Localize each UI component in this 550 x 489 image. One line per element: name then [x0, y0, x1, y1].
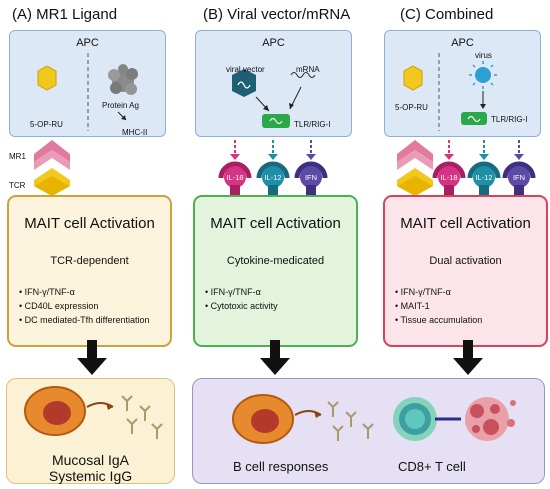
- panel-a-mhc-label: MHC-II: [122, 128, 148, 137]
- mr1-label: MR1: [9, 152, 26, 161]
- outcome-line-1: Mucosal IgA: [51, 452, 130, 468]
- nucleus-icon: [43, 401, 71, 425]
- ligand-hexagon-icon: [37, 65, 57, 91]
- viral-vector-label: viral vector: [226, 65, 265, 74]
- mrna-icon: [290, 71, 316, 79]
- ifn-arrow: [306, 140, 316, 160]
- outcome-line-2: Systemic IgG: [48, 468, 133, 484]
- panel-c-apc-label: APC: [451, 37, 474, 49]
- panel-a-apc-box: APC 5-OP-RU Protein Ag MHC-II: [9, 30, 166, 137]
- il12-receptor-icon: [256, 161, 290, 195]
- panel-a-activation-sub: TCR-dependent: [50, 255, 129, 267]
- panel-c-il18-label: IL-18: [440, 173, 457, 182]
- panel-b-apc-label: APC: [262, 37, 285, 49]
- panel-c-activation-title: MAIT cell Activation: [400, 215, 531, 232]
- secretion-arrow: [294, 410, 322, 416]
- panel-a-outcome-text: Mucosal IgA Systemic IgG: [7, 452, 174, 484]
- panel-a-down-arrow: [77, 340, 107, 375]
- panel-c-apc-drawing: [403, 53, 497, 131]
- panel-a-title: (A) MR1 Ligand: [12, 6, 118, 23]
- panel-b-down-arrow: [260, 340, 290, 375]
- panel-c-activation-sub: Dual activation: [429, 255, 502, 267]
- list-item: • DC mediated-Tfh differentiation: [19, 315, 150, 325]
- panel-b-activation-box: MAIT cell Activation Cytokine-medicated …: [193, 195, 358, 347]
- il18-arrow: [444, 140, 454, 160]
- ifn-receptor-icon: [294, 161, 328, 195]
- panel-b-activation-sub: Cytokine-medicated: [226, 255, 325, 267]
- panel-b-apc-box: APC viral vector mRNA TLR/RIG-I: [195, 30, 352, 137]
- panel-c-outcome-label: CD8+ T cell: [398, 459, 466, 474]
- il12-receptor-icon: [467, 161, 501, 195]
- mrna-label: mRNA: [296, 65, 320, 74]
- nucleus-icon: [251, 409, 279, 433]
- antibody-icons: [121, 395, 163, 439]
- panel-bc-outcome-box: B cell responses CD8+ T cell: [192, 378, 545, 484]
- panel-b-il18-label: IL-18: [226, 173, 243, 182]
- tcr-label: TCR: [9, 181, 26, 190]
- il18-receptor-icon: [218, 161, 252, 195]
- antibody-icons: [327, 401, 374, 441]
- list-item: • IFN-γ/TNF-α: [205, 287, 261, 297]
- panel-c-cytokine-group: IL-18 IL-12 IFN: [432, 140, 536, 195]
- viral-vector-icon: [232, 69, 256, 97]
- panel-a-outcome-drawing: [24, 386, 163, 439]
- panel-b-bullet-list: • IFN-γ/TNF-α • Cytotoxic activity: [205, 285, 278, 313]
- panel-a-activation-box: MAIT cell Activation TCR-dependent • IFN…: [7, 195, 172, 347]
- il12-arrow: [268, 140, 278, 160]
- il12-arrow: [479, 140, 489, 160]
- panel-b-apc-drawing: [232, 69, 316, 128]
- secretion-arrow: [86, 402, 114, 408]
- panel-c-bullet-list: • IFN-γ/TNF-α • MAIT-1 • Tissue accumula…: [395, 285, 482, 327]
- ligand-hexagon-icon: [403, 65, 423, 91]
- ifn-arrow: [514, 140, 524, 160]
- virus-label: virus: [475, 51, 492, 60]
- panel-b-activation-title: MAIT cell Activation: [210, 215, 341, 232]
- panel-b-outcome-label: B cell responses: [233, 459, 329, 474]
- panel-c-il12-label: IL-12: [475, 173, 492, 182]
- panel-b-receptor-label: TLR/RIG-I: [294, 120, 331, 129]
- ifn-receptor-icon: [502, 161, 536, 195]
- panel-b-ifn-label: IFN: [305, 173, 317, 182]
- panel-c-ligand-label: 5-OP-RU: [395, 103, 428, 112]
- protein-antigen-icon: [108, 64, 138, 95]
- list-item: • IFN-γ/TNF-α: [19, 287, 75, 297]
- panel-c-apc-box: APC virus 5-OP-RU TLR/RIG-I: [384, 30, 541, 137]
- panel-a-apc-label: APC: [76, 37, 99, 49]
- panel-a-bullet-list: • IFN-γ/TNF-α • CD40L expression • DC me…: [19, 285, 150, 327]
- il18-receptor-icon: [432, 161, 466, 195]
- panel-c-activation-box: MAIT cell Activation Dual activation • I…: [383, 195, 548, 347]
- mhc-arrowhead: [121, 115, 126, 120]
- panel-c-ifn-label: IFN: [513, 173, 525, 182]
- il18-arrow: [230, 140, 240, 160]
- virus-icon: [469, 61, 497, 89]
- panel-c-receptor-label: TLR/RIG-I: [491, 115, 528, 124]
- panel-bc-outcome-drawing: [232, 394, 516, 444]
- panel-a-outcome-box: Mucosal IgA Systemic IgG: [6, 378, 175, 484]
- list-item: • MAIT-1: [395, 301, 430, 311]
- target-cell-icon: [465, 397, 516, 441]
- list-item: • Tissue accumulation: [395, 315, 483, 325]
- panel-a-ligand-label: 5-OP-RU: [30, 120, 63, 129]
- list-item: • CD40L expression: [19, 301, 99, 311]
- list-item: • IFN-γ/TNF-α: [395, 287, 451, 297]
- panel-b-cytokine-group: IL-18 IL-12 IFN: [218, 140, 328, 195]
- list-item: • Cytotoxic activity: [205, 301, 278, 311]
- panel-c-title: (C) Combined: [400, 6, 494, 23]
- panel-c-down-arrow: [453, 340, 483, 375]
- panel-b-title: (B) Viral vector/mRNA: [203, 6, 351, 23]
- panel-c-mr1-tcr-icon: [397, 140, 433, 196]
- panel-b-il12-label: IL-12: [264, 173, 281, 182]
- panel-a-activation-title: MAIT cell Activation: [24, 215, 155, 232]
- panel-a-protein-label: Protein Ag: [102, 101, 139, 110]
- panel-a-apc-drawing: [37, 53, 138, 131]
- mr1-tcr-icon: [34, 140, 70, 196]
